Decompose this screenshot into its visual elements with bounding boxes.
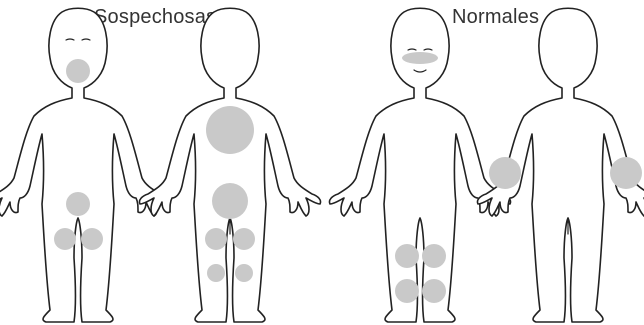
spot-right-lower-leg: [422, 279, 446, 303]
spot-right-thigh: [233, 228, 255, 250]
figure-suspicious-back: [139, 8, 320, 322]
spot-left-thigh: [54, 228, 76, 250]
figure-normal-back: [477, 8, 644, 322]
spot-left-lower-leg: [395, 279, 419, 303]
body-outline: [0, 8, 169, 322]
spot-back: [206, 106, 254, 154]
spot-forehead: [402, 52, 438, 64]
spot-buttocks: [212, 183, 248, 219]
spot-left-thigh: [205, 228, 227, 250]
spot-right-shin: [422, 244, 446, 268]
body-outline: [139, 8, 320, 322]
spot-left-elbow: [489, 157, 521, 189]
figure-suspicious-front: [0, 8, 169, 322]
figure-normal-front: [329, 8, 510, 322]
spot-right-elbow: [610, 157, 642, 189]
spot-groin: [66, 192, 90, 216]
spot-right-thigh: [81, 228, 103, 250]
spot-face: [66, 59, 90, 83]
spot-left-calf: [207, 264, 225, 282]
spot-right-calf: [235, 264, 253, 282]
spot-left-shin: [395, 244, 419, 268]
